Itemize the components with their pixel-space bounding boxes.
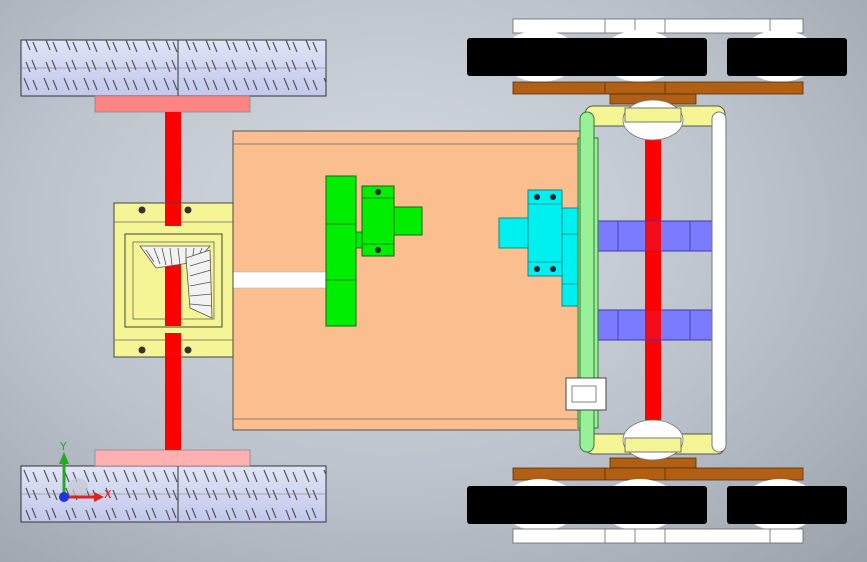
triad-x-label: X [104, 488, 112, 501]
left-axle-assembly [20, 39, 327, 523]
top-left-wheel-spacer [94, 95, 251, 113]
differential-housing [113, 202, 234, 358]
bottom-left-wheel-spacer [94, 449, 251, 467]
bevel-gear-vertical [185, 249, 213, 319]
latch-block [565, 377, 607, 411]
cyan-mount-assembly [498, 189, 579, 307]
top-right-track [467, 18, 847, 105]
chassis-plate [204, 130, 589, 431]
green-gear-assembly [325, 175, 423, 327]
right-track-assembly [467, 18, 847, 544]
top-left-wheel [20, 39, 327, 97]
axis-triad [59, 452, 104, 502]
bottom-right-track [467, 457, 847, 544]
right-red-axle [645, 140, 661, 420]
steering-frame [577, 99, 727, 461]
triad-y-label: Y [60, 440, 67, 453]
